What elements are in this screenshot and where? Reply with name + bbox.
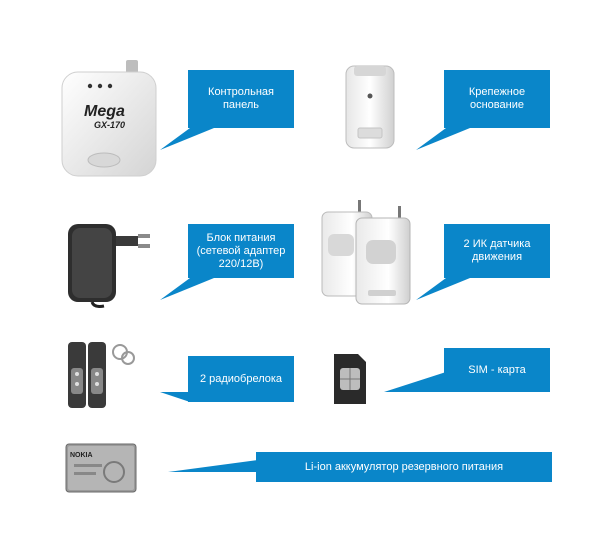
battery-brand: NOKIA <box>70 452 93 459</box>
mount-base-image <box>345 65 395 149</box>
label-power-supply: Блок питания (сетевой адаптер 220/12В) <box>188 224 294 278</box>
label-motion-sensors: 2 ИК датчика движения <box>444 224 550 278</box>
label-battery: Li-ion аккумулятор резервного питания <box>256 452 552 482</box>
control-panel-image: Mega GX-170 <box>61 60 157 177</box>
power-supply-image <box>68 224 150 308</box>
control-panel-brand: Mega <box>84 103 125 120</box>
motion-sensor-front <box>355 206 411 305</box>
motion-sensors-image <box>321 200 411 305</box>
sim-card-image <box>334 354 366 404</box>
label-control-panel: Контрольная панель <box>188 70 294 128</box>
key-fobs-image <box>68 342 135 408</box>
battery-image: NOKIA <box>65 443 137 493</box>
tail-battery <box>168 460 258 472</box>
label-sim-card: SIM - карта <box>444 348 550 392</box>
tail-sim-card <box>384 372 446 392</box>
label-key-fobs: 2 радиобрелока <box>188 356 294 402</box>
tail-control-panel <box>160 128 214 150</box>
tail-mount-base <box>416 128 470 150</box>
label-mount-base: Крепежное основание <box>444 70 550 128</box>
control-panel-model: GX-170 <box>94 120 125 130</box>
tail-motion-sensors <box>416 278 470 300</box>
tail-key-fobs <box>160 392 214 402</box>
tail-power-supply <box>160 278 214 300</box>
